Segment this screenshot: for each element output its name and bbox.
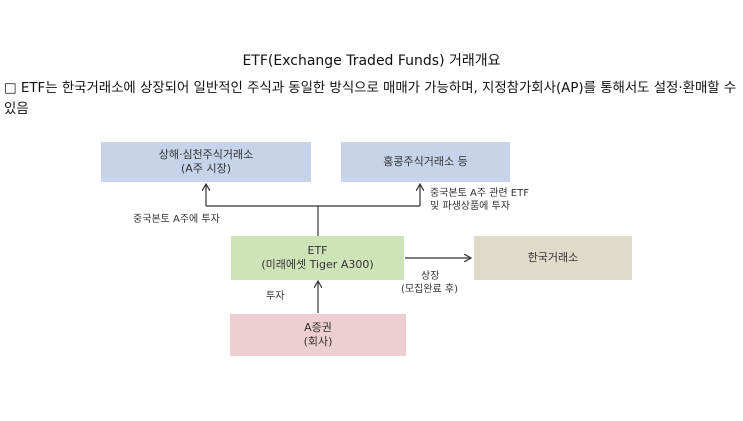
securities-company-box: A증권 (회사) bbox=[230, 314, 406, 356]
shanghai-line2: (A주 시장) bbox=[181, 162, 231, 175]
krx-line1: 한국거래소 bbox=[527, 251, 579, 264]
invest-china-label: 중국본토 A주에 투자 bbox=[133, 214, 220, 225]
related-etf-label-line1: 중국본토 A주 관련 ETF bbox=[430, 188, 529, 199]
invest-label: 투자 bbox=[266, 291, 285, 302]
shanghai-shenzhen-exchange-box: 상해·심천주식거래소 (A주 시장) bbox=[101, 142, 311, 182]
listing-label-line2: (모집완료 후) bbox=[401, 284, 458, 295]
korea-exchange-box: 한국거래소 bbox=[474, 236, 632, 280]
etf-line2: (미래에셋 Tiger A300) bbox=[261, 258, 374, 271]
etf-box: ETF (미래에셋 Tiger A300) bbox=[231, 236, 404, 280]
shanghai-line1: 상해·심천주식거래소 bbox=[158, 148, 254, 161]
description-text: □ ETF는 한국거래소에 상장되어 일반적인 주식과 동일한 방식으로 매매가… bbox=[4, 81, 737, 117]
securities-line2: (회사) bbox=[303, 335, 333, 348]
hongkong-line1: 홍콩주식거래소 등 bbox=[383, 155, 468, 168]
hongkong-exchange-box: 홍콩주식거래소 등 bbox=[341, 142, 510, 182]
page-title: ETF(Exchange Traded Funds) 거래개요 bbox=[242, 53, 501, 69]
securities-line1: A증권 bbox=[304, 321, 332, 334]
listing-label-line1: 상장 bbox=[421, 271, 440, 282]
etf-line1: ETF bbox=[307, 244, 328, 257]
related-etf-label-line2: 및 파생상품에 투자 bbox=[430, 201, 510, 212]
